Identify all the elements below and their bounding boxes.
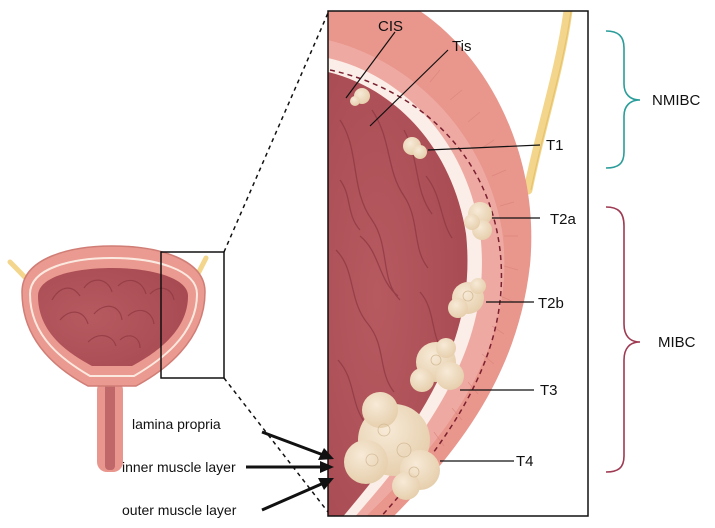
tumor-t2b [448,278,486,318]
basement-membrane [329,69,503,516]
overview-folds [51,279,175,349]
label-t4: T4 [516,453,534,470]
zoom-region-box [160,251,225,379]
label-outer-muscle-layer: outer muscle layer [122,502,237,518]
label-leaders [345,31,541,462]
bladder-inner-line [28,256,199,377]
label-lamina-propria: lamina propria [132,416,221,432]
nmibc-bracket [605,30,641,169]
wall-section [328,11,588,516]
urethra-inner [105,378,115,470]
tumor-tis [350,88,370,106]
tumor-t1 [403,137,427,159]
bladder-lumen [38,268,188,366]
zoom-projection-top [223,12,329,253]
label-t1: T1 [546,137,564,154]
layer-arrows [246,430,334,512]
label-t2b: T2b [538,295,564,312]
label-cis: CIS [378,18,403,35]
label-inner-muscle-layer: inner muscle layer [122,459,236,475]
tumor-texture [365,290,474,478]
tumor-t2a [464,202,492,240]
mibc-bracket [605,206,641,473]
zoom-projection-bottom [223,377,329,513]
label-mibc: MIBC [658,334,696,351]
bladder-overview [7,245,225,472]
section-frame [327,10,589,517]
label-t3: T3 [540,382,558,399]
label-nmibc: NMIBC [652,92,701,109]
label-t2a: T2a [550,211,577,228]
section-ureter [523,11,573,195]
tumor-t3 [410,338,464,392]
label-tis: Tis [452,38,471,55]
